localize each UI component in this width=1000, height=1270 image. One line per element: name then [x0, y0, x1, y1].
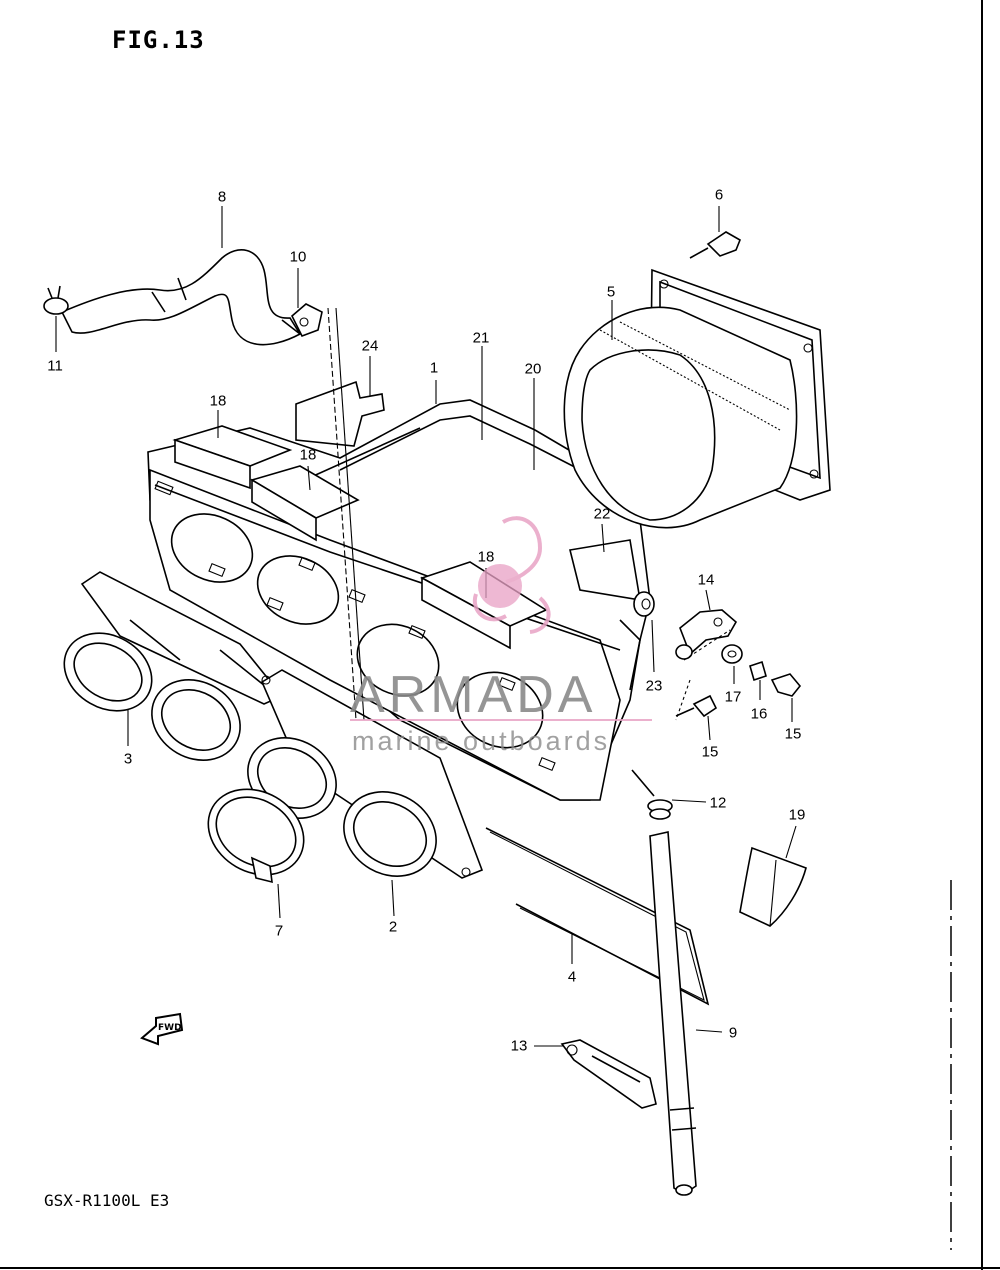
callout-23: 23	[645, 677, 663, 695]
callout-13: 13	[510, 1037, 528, 1055]
drain-hose-9	[649, 831, 697, 1196]
air-filter-element	[563, 268, 831, 529]
callout-16: 16	[750, 705, 768, 723]
callout-24: 24	[361, 337, 379, 355]
intake-pipe-3	[63, 571, 284, 761]
cover-19	[739, 846, 807, 927]
callout-20: 20	[524, 360, 542, 378]
callout-22: 22	[593, 505, 611, 523]
grommet-23	[633, 591, 655, 617]
hose-clamp-12	[631, 769, 673, 820]
callout-19: 19	[788, 806, 806, 824]
fwd-label: FWD	[158, 1023, 182, 1033]
hose-clamp-10	[291, 303, 323, 338]
fwd-arrow-icon: FWD	[140, 1012, 184, 1046]
callout-14: 14	[697, 571, 715, 589]
callout-12: 12	[709, 794, 727, 812]
leader-lines	[55, 206, 797, 1047]
intake-pipe-2	[247, 669, 484, 879]
callout-11: 11	[47, 357, 63, 375]
watermark-brand: ARMADA	[350, 666, 596, 724]
hose-clamp-11	[43, 285, 69, 315]
breather-hose	[60, 249, 302, 346]
watermark-logo	[350, 516, 652, 721]
callout-5: 5	[606, 283, 616, 301]
callout-4: 4	[567, 968, 577, 986]
callout-15b: 15	[784, 725, 802, 743]
model-label: GSX-R1100L E3	[44, 1191, 170, 1210]
seal-wire-4	[485, 827, 710, 1006]
callout-1: 1	[429, 359, 439, 377]
collar-16	[749, 660, 767, 682]
callout-18a: 18	[209, 392, 227, 410]
screw-15b	[770, 673, 802, 697]
hose-clamp-7	[207, 788, 305, 884]
callout-2: 2	[388, 918, 398, 936]
cushion-pad-18b	[250, 465, 360, 542]
screw-6	[689, 231, 742, 259]
cushion-pad-18a	[172, 425, 293, 490]
washer-17	[721, 644, 743, 664]
callout-17: 17	[724, 688, 742, 706]
callout-10: 10	[289, 248, 307, 266]
callout-18b: 18	[299, 446, 317, 464]
callout-9: 9	[728, 1024, 738, 1042]
bracket-14	[675, 609, 738, 660]
callout-7: 7	[274, 922, 284, 940]
figure-title: FIG.13	[112, 26, 205, 54]
watermark-tagline: marine outboards	[352, 726, 610, 756]
bracket-24	[295, 380, 385, 447]
screw-15a	[675, 694, 718, 718]
callout-21: 21	[472, 329, 490, 347]
callout-6: 6	[714, 186, 724, 204]
hose-clamp-13	[560, 1039, 657, 1109]
callout-18c: 18	[477, 548, 495, 566]
callout-15a: 15	[701, 743, 719, 761]
callout-8: 8	[217, 188, 227, 206]
callout-3: 3	[123, 750, 133, 768]
